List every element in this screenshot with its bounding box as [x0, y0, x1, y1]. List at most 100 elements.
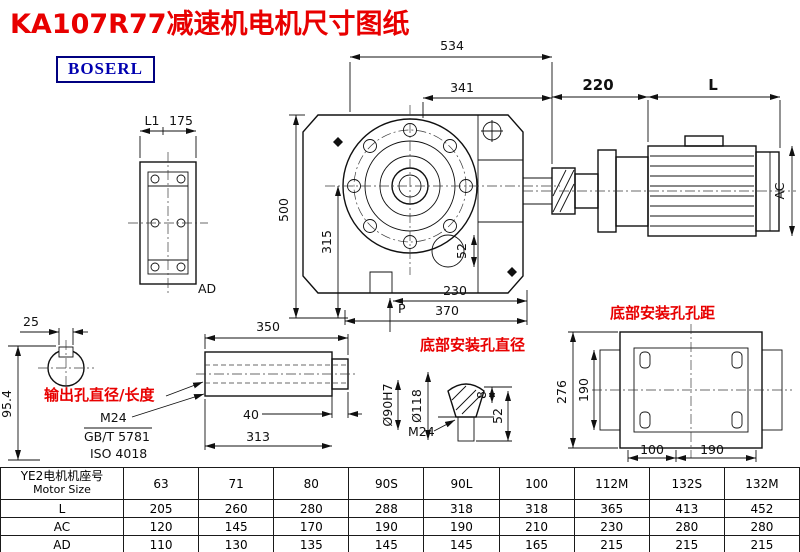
table-cell: 120 — [122, 517, 200, 536]
dim-220-label: 220 — [582, 76, 613, 94]
dim-25-label: 25 — [23, 314, 39, 329]
dim-534-label: 534 — [440, 38, 464, 53]
table-cell: 205 — [122, 499, 200, 518]
dim-95-4-label: 95.4 — [0, 390, 14, 418]
dim-52-label: 52 — [454, 243, 469, 259]
dim-l-label: L — [708, 76, 718, 94]
bolt-thread-m24-label: M24 — [408, 424, 435, 439]
label-ad: AD — [198, 281, 216, 296]
table-row-L: L 205 260 280 288 318 318 365 413 452 — [0, 499, 800, 518]
datum-mark — [333, 137, 343, 147]
dim-ac-label: AC — [772, 182, 787, 199]
table-header-row: YE2电机机座号 Motor Size 63 71 80 90S 90L 100… — [0, 467, 800, 500]
main-front-view — [302, 105, 560, 294]
table-cell: 215 — [648, 535, 725, 552]
std-iso-label: ISO 4018 — [90, 446, 147, 461]
table-cell: 190 — [423, 517, 500, 536]
left-side-view — [128, 152, 208, 294]
table-cell: 135 — [273, 535, 350, 552]
dim-40-label: 40 — [243, 407, 259, 422]
table-cell: 110 — [122, 535, 200, 552]
dim-370-label: 370 — [435, 303, 459, 318]
dim-230-label: 230 — [443, 283, 467, 298]
table-cell: 230 — [573, 517, 650, 536]
dim-341-label: 341 — [450, 80, 474, 95]
output-bore-annotation: 输出孔直径/长度 — [44, 386, 155, 404]
dim-190-horizontal-label: 190 — [700, 442, 724, 457]
std-gb-label: GB/T 5781 — [84, 429, 150, 444]
dim-8-label: 8 — [474, 391, 489, 399]
dim-276-label: 276 — [554, 380, 569, 404]
brand-logo-text: BOSERL — [68, 59, 143, 78]
page-title: KA107R77减速机电机尺寸图纸 — [10, 9, 410, 40]
table-cell: 130 — [198, 535, 275, 552]
motor-side-view — [523, 135, 796, 237]
table-cell: 318 — [423, 499, 500, 518]
dim-l1-label: L1 — [145, 113, 160, 128]
column-header: 90L — [423, 467, 500, 500]
label-p: P — [398, 301, 406, 316]
bottom-hole-view: 底部安装孔直径 M24 8 52 — [408, 336, 525, 442]
table-cell: 365 — [573, 499, 650, 518]
table-cell: 215 — [723, 535, 800, 552]
column-header: 112M — [573, 467, 650, 500]
table-cell: 413 — [648, 499, 725, 518]
table-cell: 190 — [348, 517, 425, 536]
hollow-shaft-section-view — [38, 340, 94, 396]
table-cell: 215 — [573, 535, 650, 552]
datum-mark — [507, 267, 517, 277]
dim-350-label: 350 — [256, 319, 280, 334]
column-header: 132S — [648, 467, 725, 500]
dim-500-label: 500 — [276, 198, 291, 222]
table-cell: 145 — [198, 517, 275, 536]
table-cell: 318 — [498, 499, 575, 518]
dim-313-label: 313 — [246, 429, 270, 444]
table-cell: 452 — [723, 499, 800, 518]
shaft-section-dimensions: 25 95.4 — [0, 314, 88, 461]
table-row-AC: AC 120 145 170 190 190 210 230 280 280 — [0, 517, 800, 536]
output-shaft-view — [196, 351, 358, 397]
table-cell: 170 — [273, 517, 350, 536]
dim-d118-label: Ø118 — [409, 389, 424, 423]
table-cell: 210 — [498, 517, 575, 536]
motor-size-header-cn: YE2电机机座号 — [20, 469, 104, 484]
table-cell: 260 — [198, 499, 275, 518]
dim-175-label: 175 — [169, 113, 193, 128]
table-cell: 288 — [348, 499, 425, 518]
column-header: 90S — [348, 467, 425, 500]
table-header-motor-size: YE2电机机座号 Motor Size — [0, 467, 124, 500]
left-view-dimensions: L1 175 AD — [139, 113, 216, 296]
table-cell: 280 — [648, 517, 725, 536]
dim-190-vertical-label: 190 — [576, 378, 591, 402]
row-label: AC — [0, 517, 124, 536]
bottom-hole-annotation: 底部安装孔直径 — [420, 336, 525, 354]
column-header: 80 — [273, 467, 350, 500]
column-header: 71 — [198, 467, 275, 500]
bottom-mount-view: 底部安装孔孔距 — [592, 304, 792, 458]
dim-52-bolt-label: 52 — [490, 408, 505, 424]
output-shaft-dimensions: 350 40 313 Ø90H7 Ø118 输出孔直径/长度 M24 GB/T … — [44, 319, 431, 461]
dim-100-label: 100 — [640, 442, 664, 457]
row-label: L — [0, 499, 124, 518]
mount-pitch-annotation: 底部安装孔孔距 — [610, 304, 715, 322]
table-row-AD: AD 110 130 135 145 145 165 215 215 215 — [0, 535, 800, 552]
column-header: 63 — [122, 467, 200, 500]
table-cell: 165 — [498, 535, 575, 552]
motor-size-table: YE2电机机座号 Motor Size 63 71 80 90S 90L 100… — [0, 467, 800, 552]
column-header: 132M — [723, 467, 800, 500]
technical-drawing: 534 341 500 315 52 230 370 P — [0, 38, 796, 462]
motor-size-header-en: Motor Size — [33, 483, 91, 497]
table-cell: 145 — [348, 535, 425, 552]
bottom-mount-dimensions: 276 190 100 190 — [554, 331, 757, 462]
brand-logo: BOSERL — [56, 56, 155, 83]
motor-view-dimensions: 220 L AC — [552, 76, 795, 236]
main-view-dimensions: 534 341 500 315 52 230 370 P — [276, 38, 553, 332]
row-label: AD — [0, 535, 124, 552]
table-cell: 145 — [423, 535, 500, 552]
table-cell: 280 — [723, 517, 800, 536]
column-header: 100 — [498, 467, 575, 500]
thread-m24-label: M24 — [100, 410, 127, 425]
dim-d90h7-label: Ø90H7 — [380, 383, 395, 426]
dim-315-label: 315 — [319, 230, 334, 254]
